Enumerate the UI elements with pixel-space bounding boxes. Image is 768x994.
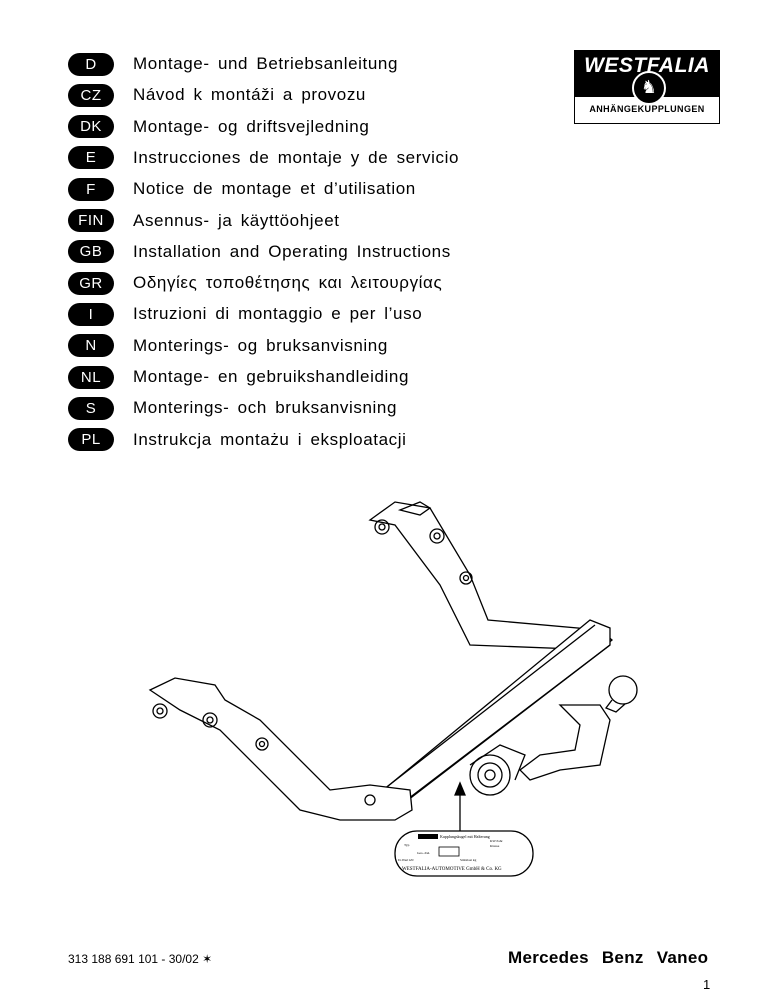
type-plate: Kupplungskugel mit Halterung Typ KW/Jahr… — [394, 830, 534, 877]
language-row: I Istruzioni di montaggio e per l’uso — [68, 302, 422, 326]
language-code-badge: E — [68, 146, 114, 170]
language-row: D Montage- und Betriebsanleitung — [68, 52, 397, 76]
language-code-badge: FIN — [68, 209, 114, 232]
language-row: N Monterings- og bruksanvisning — [68, 334, 387, 358]
language-title: Asennus- ja käyttöohjeet — [133, 210, 340, 230]
language-code-badge: NL — [68, 365, 114, 389]
language-title: Instrucciones de montaje y de servicio — [133, 147, 459, 167]
language-row: F Notice de montage et d’utilisation — [68, 177, 415, 201]
plate-maker: WESTFALIA-AUTOMOTIVE GmbH & Co. KG — [402, 867, 502, 872]
language-code-badge: GB — [68, 240, 114, 264]
horse-emblem-icon: ♞ — [632, 71, 666, 105]
language-row: NL Montage- en gebruikshandleiding — [68, 365, 408, 389]
plate-dvalue: D-Wert kN — [398, 858, 414, 862]
language-code-badge: CZ — [68, 83, 114, 107]
language-code-badge: GR — [68, 271, 114, 295]
language-title: Montage- en gebruikshandleiding — [133, 367, 409, 386]
left-bracket — [148, 677, 413, 821]
language-row: PL Instrukcja montażu i eksploatacji — [68, 428, 406, 452]
ball-neck — [519, 675, 638, 781]
plate-approval: Ges.-Zul. — [417, 851, 430, 855]
language-code-badge: I — [68, 302, 114, 326]
arrow — [454, 781, 466, 835]
plate-heading: Kupplungskugel mit Halterung — [440, 834, 490, 839]
page-number: 1 — [703, 977, 711, 992]
language-title: Monterings- och bruksanvisning — [133, 398, 398, 418]
plate-type: Typ — [404, 843, 410, 847]
language-title: Monterings- og bruksanvisning — [133, 335, 388, 355]
socket-plate — [469, 744, 526, 796]
plate-load: Stützlast kg — [460, 858, 477, 862]
logo-subtitle: ANHÄNGEKUPPLUNGEN — [589, 104, 705, 114]
language-code-badge: F — [68, 177, 114, 201]
language-title: Installation and Operating Instructions — [133, 241, 451, 261]
language-row: DK Montage- og driftsvejledning — [68, 115, 369, 139]
language-title: Istruzioni di montaggio e per l’uso — [133, 304, 423, 324]
right-bracket — [368, 501, 614, 651]
language-code-badge: PL — [68, 428, 114, 452]
language-row: S Monterings- och bruksanvisning — [68, 396, 396, 420]
language-row: GB Installation and Operating Instruction… — [68, 240, 450, 264]
vehicle-model: Mercedes Benz Vaneo — [508, 948, 709, 967]
document-number: 313 188 691 101 - 30/02 ✶ — [68, 952, 213, 966]
language-row: FIN Asennus- ja käyttöohjeet — [68, 209, 339, 233]
language-title: Οδηγίες τοποθέτησης και λειτουργίας — [133, 273, 443, 293]
plate-class: Klasse — [490, 844, 500, 848]
westfalia-logo: WESTFALIA ♞ ANHÄNGEKUPPLUNGEN — [574, 50, 720, 124]
language-code-badge: N — [68, 334, 114, 358]
language-code-badge: S — [68, 396, 114, 420]
plate-year: KW/Jahr — [490, 839, 503, 843]
language-title: Instrukcja montażu i eksploatacji — [133, 429, 407, 449]
tow-hitch-drawing: Kupplungskugel mit Halterung Typ KW/Jahr… — [148, 501, 638, 877]
language-code-badge: DK — [68, 115, 114, 139]
language-code-badge: D — [68, 52, 114, 76]
language-title: Návod k montáži a provozu — [133, 85, 366, 105]
language-row: CZ Návod k montáži a provozu — [68, 83, 365, 107]
language-title: Montage- und Betriebsanleitung — [133, 54, 398, 73]
language-row: GR Οδηγίες τοποθέτησης και λειτουργίας — [68, 271, 442, 295]
language-title: Notice de montage et d’utilisation — [133, 179, 416, 199]
language-title: Montage- og driftsvejledning — [133, 116, 370, 136]
language-row: E Instrucciones de montaje y de servicio — [68, 146, 458, 170]
